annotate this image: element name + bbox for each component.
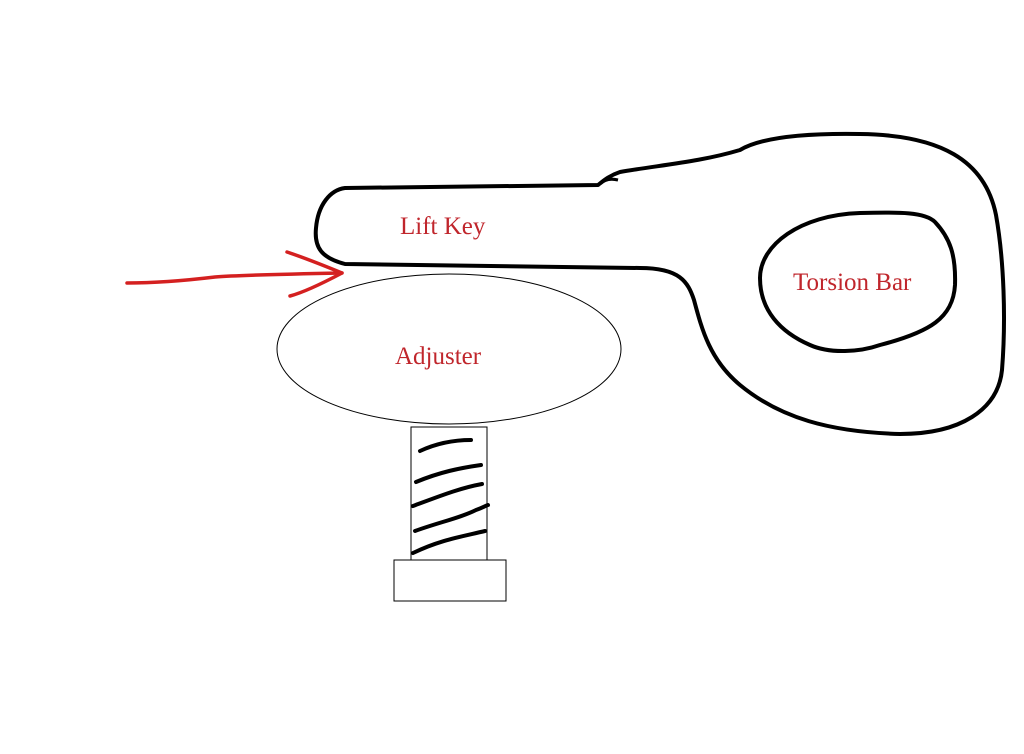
pointer-arrow-icon	[125, 250, 344, 298]
lift-key-label: Lift Key	[400, 213, 486, 240]
lift-key-notch	[598, 177, 619, 186]
lift-key-outline	[313, 131, 1006, 436]
adjuster-ellipse	[276, 273, 622, 425]
screw-threads	[411, 438, 490, 555]
torsion-bar-outline	[758, 210, 958, 354]
adjuster-label: Adjuster	[395, 343, 482, 370]
torsion-bar-label: Torsion Bar	[793, 269, 912, 296]
screw-base	[393, 559, 507, 602]
